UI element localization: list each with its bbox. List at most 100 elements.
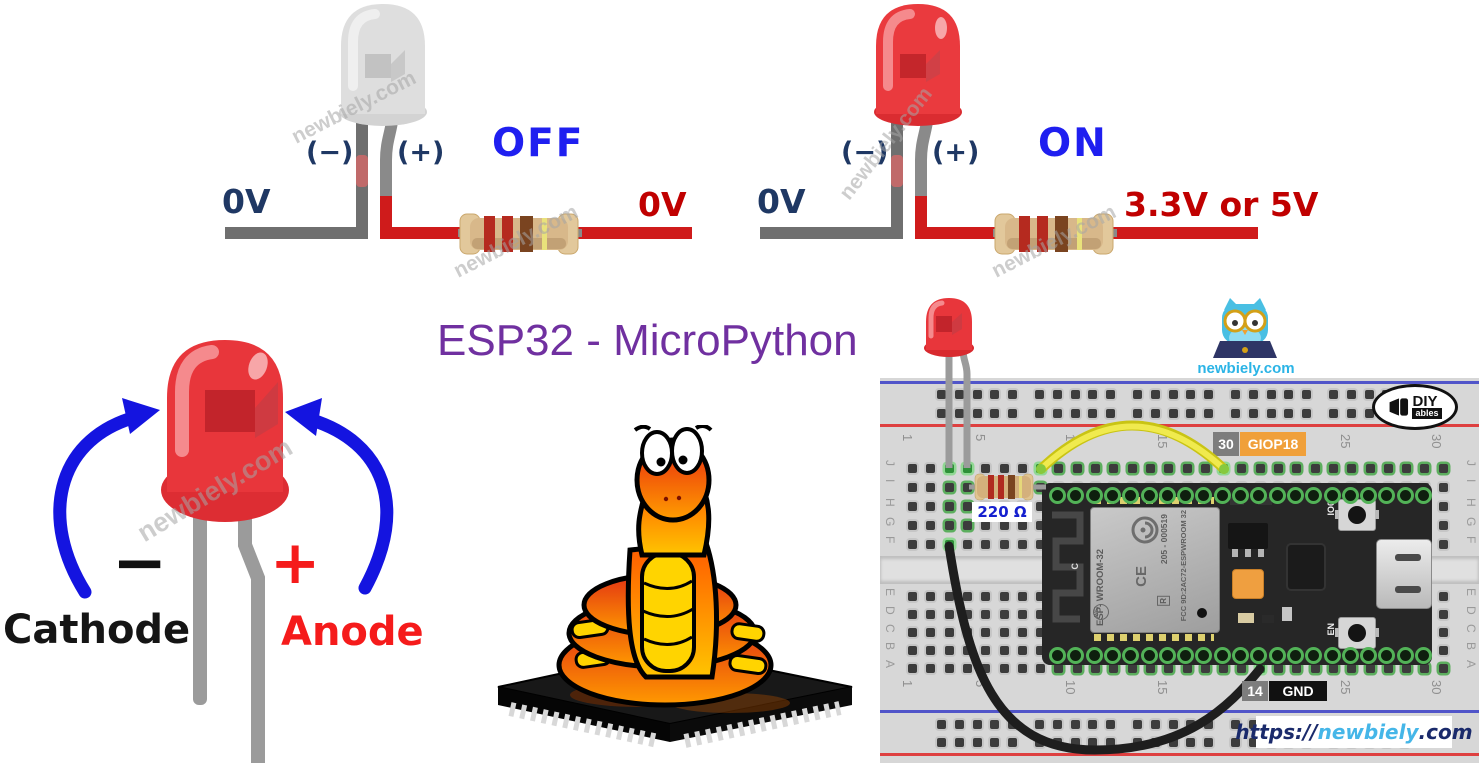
breadboard-hole	[926, 502, 936, 511]
breadboard-hole	[1008, 390, 1018, 399]
esp32-pin	[1232, 487, 1249, 504]
breadboard-hole	[1266, 390, 1276, 399]
breadboard-hole	[926, 464, 936, 473]
micro-usb-port[interactable]	[1376, 539, 1432, 609]
resistor	[994, 213, 1114, 255]
led-off-circuit-drawing	[225, 4, 692, 255]
esp32-pin	[1305, 487, 1323, 504]
row-label: E	[1464, 588, 1478, 597]
breadboard-hole	[1383, 464, 1393, 473]
breadboard-led	[924, 298, 974, 468]
breadboard-hole	[937, 738, 946, 747]
breadboard-hole	[1292, 664, 1302, 673]
breadboard-hole	[1248, 409, 1258, 418]
row-label: I	[883, 479, 897, 483]
boot-button[interactable]	[1335, 499, 1379, 531]
breadboard-hole	[1186, 390, 1196, 399]
breadboard-hole	[1255, 464, 1265, 473]
breadboard-hole	[1365, 464, 1375, 473]
breadboard-hole	[1168, 409, 1178, 418]
breadboard-hole	[1052, 390, 1062, 399]
breadboard-hole	[1231, 390, 1240, 399]
gnd-wire	[225, 112, 368, 239]
led-anode-leg	[959, 349, 971, 468]
breadboard-hole	[1438, 664, 1448, 673]
breadboard-hole	[1402, 464, 1412, 473]
breadboard-hole	[1266, 409, 1276, 418]
breadboard-hole	[1438, 628, 1448, 637]
breadboard-hole	[1328, 664, 1338, 673]
row-label: F	[1464, 536, 1478, 544]
breadboard-hole	[1008, 409, 1018, 418]
signal-wire	[380, 196, 692, 239]
diyables-logo-icon	[1390, 398, 1409, 416]
smd-component	[1258, 497, 1272, 505]
breadboard-hole	[1017, 464, 1027, 473]
esp32-pin	[1268, 487, 1286, 504]
breadboard-hole	[1402, 664, 1412, 673]
esp32-pin	[1158, 487, 1176, 504]
breadboard-hole	[1070, 409, 1080, 418]
breadboard-hole	[999, 464, 1009, 473]
row-label: E	[883, 588, 897, 597]
esp32-pin	[1250, 487, 1268, 504]
row-label: C	[883, 624, 897, 633]
esp32-pin	[1286, 487, 1304, 504]
breadboard-hole	[908, 540, 917, 549]
breadboard-hole	[1364, 390, 1374, 399]
breadboard-hole	[1133, 409, 1142, 418]
breadboard-hole	[1329, 409, 1338, 418]
diyables-logo: DIY ables	[1372, 384, 1458, 430]
esp32-pin	[1213, 487, 1231, 504]
off-cathode-sign: (−)	[306, 137, 354, 168]
url-brand: newbiely	[1317, 720, 1419, 744]
breadboard-hole	[1133, 390, 1142, 399]
en-button[interactable]	[1335, 617, 1379, 649]
breadboard-hole	[990, 409, 1000, 418]
esp32-pin	[1415, 647, 1432, 664]
chip-pins-right	[683, 701, 842, 748]
cathode-leg	[193, 510, 207, 705]
esp32-pin	[1268, 647, 1286, 664]
off-left-voltage: 0V	[222, 182, 271, 221]
breadboard-hole	[1052, 409, 1062, 418]
resistor-value-label: 220 Ω	[972, 502, 1032, 522]
breadboard-hole	[908, 464, 917, 473]
row-label: D	[883, 606, 897, 615]
esp32-pin	[1396, 647, 1414, 664]
cathode-arrowhead	[122, 398, 160, 434]
esp32-pin	[1177, 487, 1195, 504]
breadboard-hole	[926, 592, 936, 601]
breadboard-hole	[908, 664, 917, 673]
breadboard-hole	[1186, 409, 1196, 418]
esp32-pin	[1415, 487, 1432, 504]
esp32-pin	[1049, 487, 1066, 504]
breadboard-hole	[1017, 521, 1027, 530]
breadboard-hole	[1328, 464, 1338, 473]
breadboard-hole	[908, 483, 917, 492]
anode-leg	[238, 510, 265, 763]
breadboard-hole	[1150, 409, 1160, 418]
breadboard-hole	[926, 646, 936, 655]
breadboard-hole	[1420, 464, 1430, 473]
breadboard-hole	[1383, 664, 1393, 673]
off-anode-sign: (+)	[397, 137, 445, 168]
breadboard-hole	[1150, 390, 1160, 399]
anode-label: Anode	[281, 609, 424, 655]
breadboard-hole	[944, 483, 954, 492]
breadboard-hole	[1204, 390, 1214, 399]
row-label: I	[1464, 479, 1478, 483]
anode-plus-sign: +	[270, 528, 321, 598]
row-label: D	[1464, 606, 1478, 615]
on-anode-sign: (+)	[932, 137, 980, 168]
breadboard-hole	[962, 521, 972, 530]
resistor	[459, 213, 579, 255]
breadboard-hole	[1302, 409, 1312, 418]
breadboard-hole	[1302, 390, 1312, 399]
gnd-name-badge: GND	[1269, 681, 1327, 701]
breadboard-hole	[1310, 464, 1320, 473]
breadboard-hole	[1346, 390, 1356, 399]
breadboard-hole	[926, 483, 936, 492]
breadboard-hole	[962, 483, 972, 492]
